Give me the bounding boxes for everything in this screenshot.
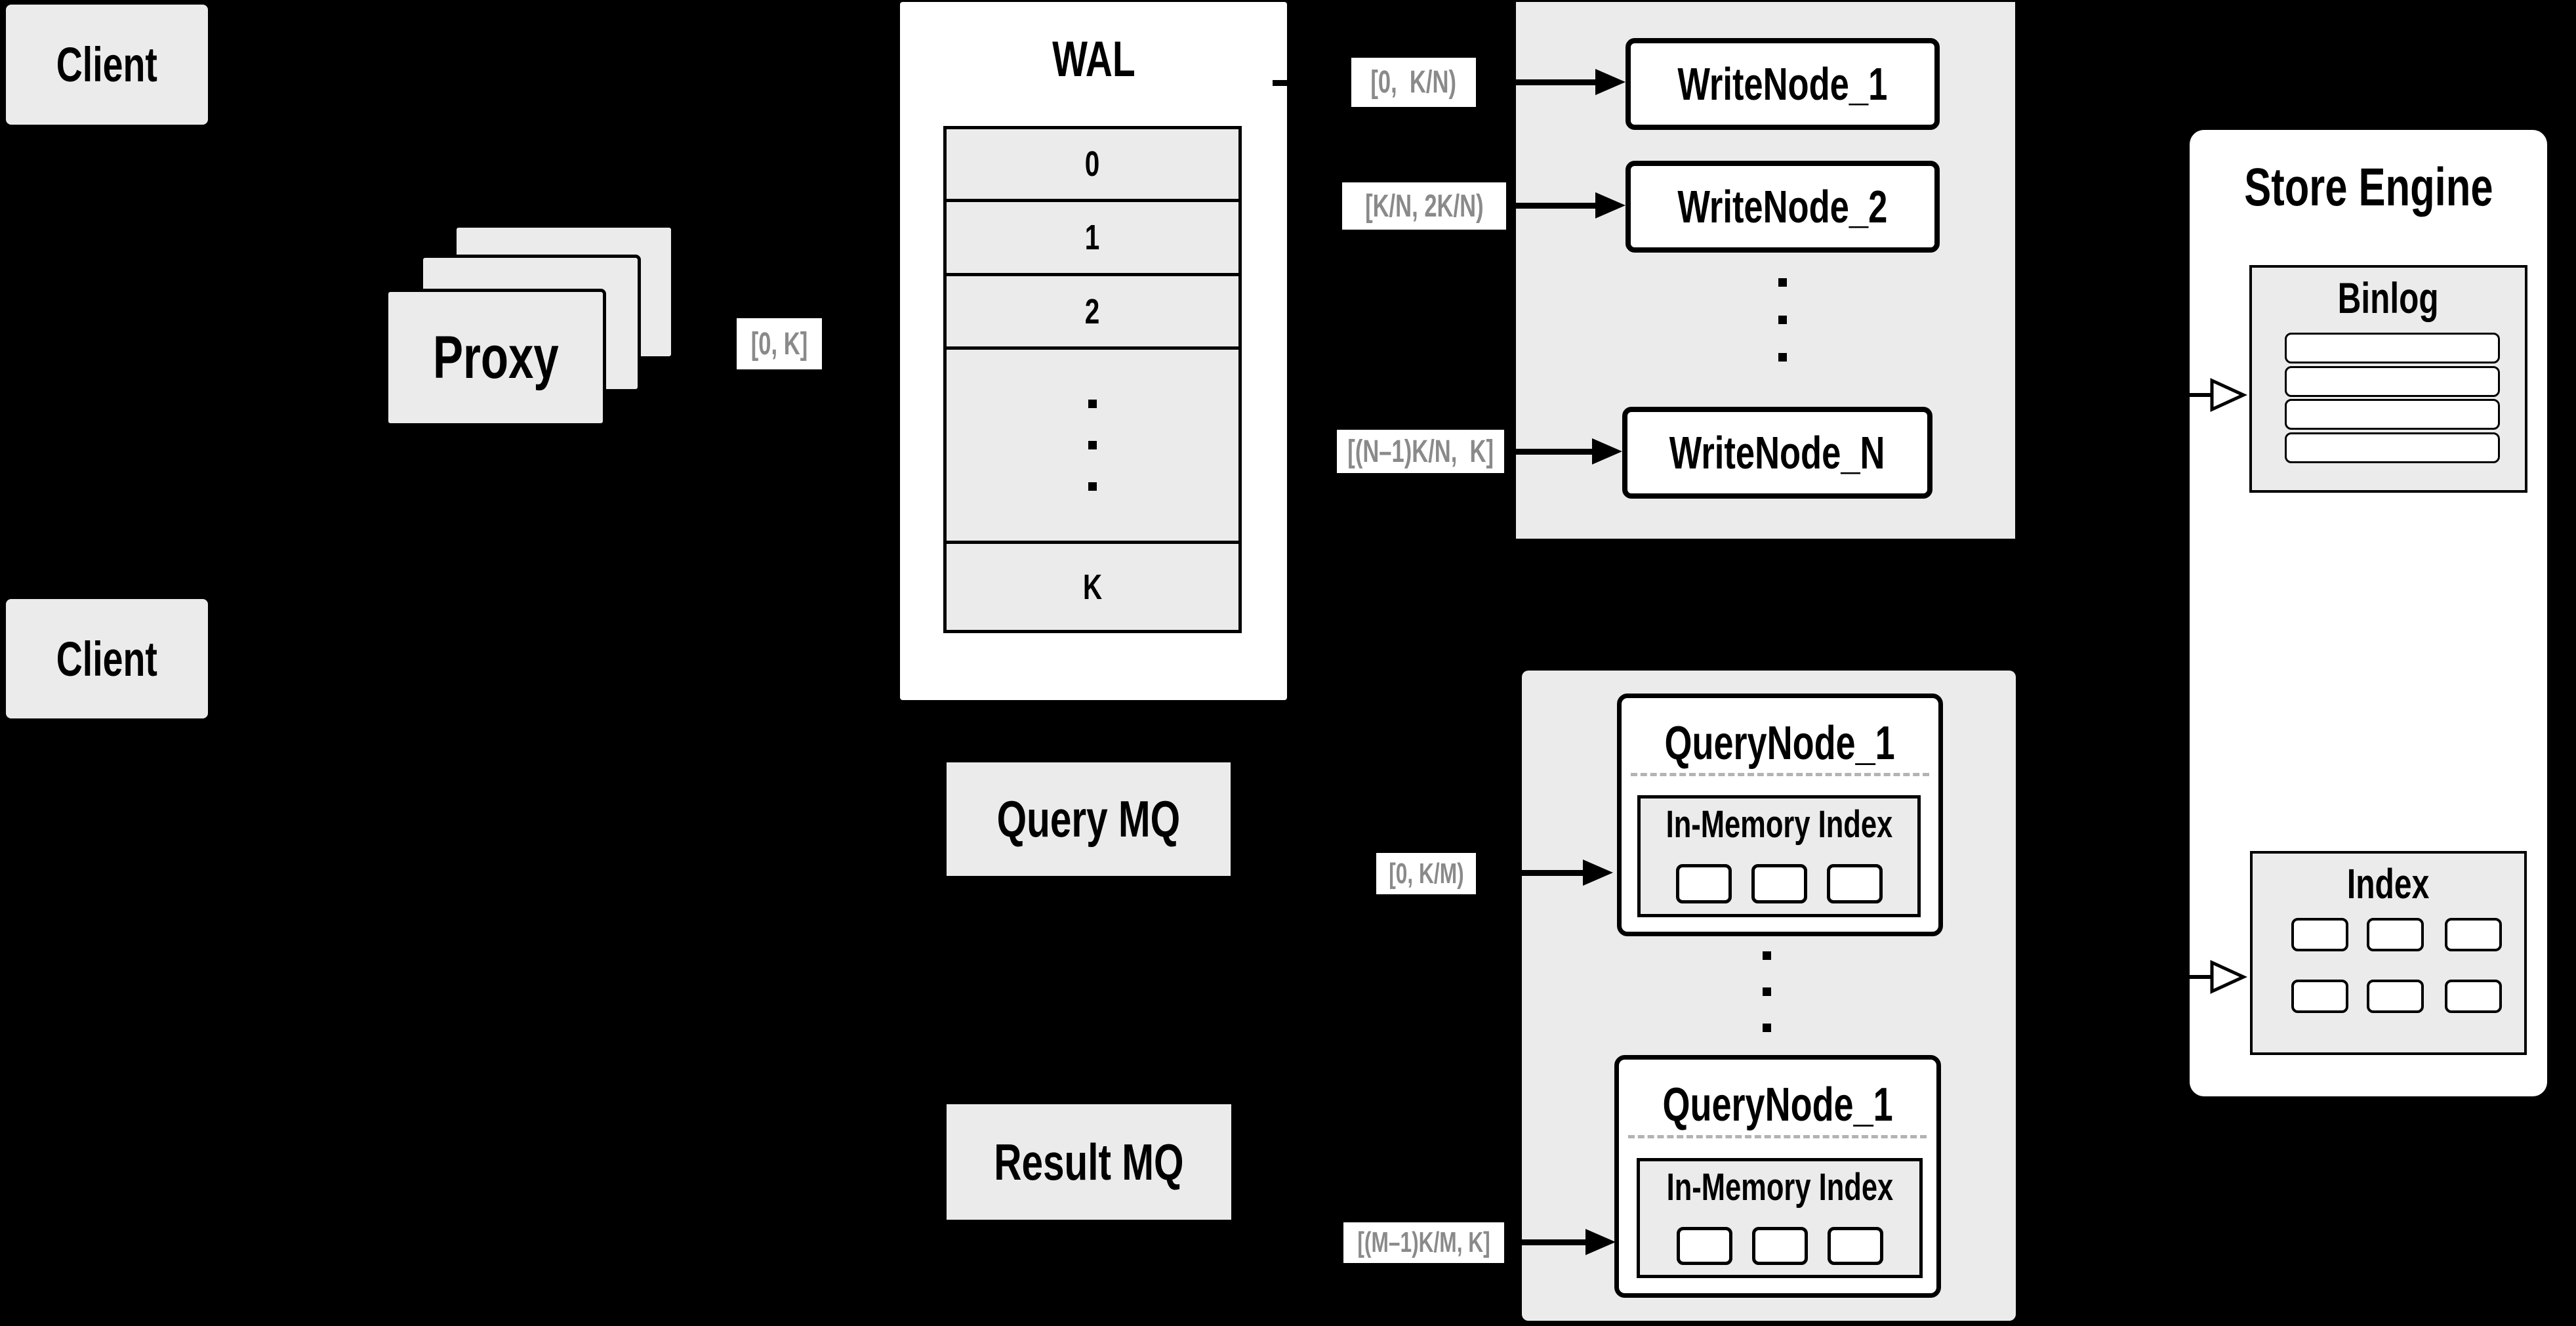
query-node-top: QueryNode_1 In-Memory Index <box>1617 694 1943 936</box>
in-memory-index-box-bottom: In-Memory Index <box>1637 1158 1923 1278</box>
in-memory-index-title-top-text: In-Memory Index <box>1666 802 1892 846</box>
store-engine-title-text: Store Engine <box>2243 157 2493 217</box>
wal-title-text: WAL <box>1052 31 1135 87</box>
binlog-row <box>2285 399 2500 430</box>
binlog-row <box>2285 333 2500 363</box>
client-box-top: Client <box>6 5 208 125</box>
write-node-1-label: WriteNode_1 <box>1677 58 1888 110</box>
in-memory-index-title-top: In-Memory Index <box>1641 801 1917 847</box>
wal-row-0: 0 <box>947 129 1238 202</box>
memory-segment-cell <box>1827 1227 1883 1265</box>
query-node-bottom-title: QueryNode_1 <box>1619 1077 1936 1133</box>
query-node-bottom-divider <box>1628 1135 1927 1138</box>
hollow-arrow-binlog-icon <box>2183 378 2248 412</box>
wal-panel: WAL 0 1 2 K <box>900 2 1287 700</box>
range-label-query-n: [(M–1)K/M, K] <box>1343 1222 1504 1263</box>
memory-segment-cell <box>1676 1227 1732 1265</box>
index-cell <box>2367 980 2424 1013</box>
range-label-write-1-text: [0, K/N) <box>1370 65 1457 100</box>
wal-title: WAL <box>900 30 1287 89</box>
index-title: Index <box>2253 859 2524 909</box>
wal-row-1-text: 1 <box>1085 218 1100 257</box>
store-engine-title: Store Engine <box>2190 156 2547 219</box>
range-label-write-n: [(N–1)K/N, K] <box>1337 430 1504 473</box>
range-label-query-1: [0, K/M) <box>1376 853 1476 894</box>
store-engine-panel: Store Engine Binlog Index <box>2190 130 2547 1096</box>
range-label-query-n-text: [(M–1)K/M, K] <box>1357 1226 1490 1258</box>
write-node-2-label: WriteNode_2 <box>1677 181 1888 232</box>
wal-out-connector <box>1273 80 1287 86</box>
index-cell <box>2367 918 2424 951</box>
in-memory-index-title-bottom: In-Memory Index <box>1640 1164 1919 1210</box>
in-memory-index-title-bottom-text: In-Memory Index <box>1666 1165 1893 1209</box>
binlog-title: Binlog <box>2252 272 2525 324</box>
wal-table: 0 1 2 K <box>943 126 1242 633</box>
wal-row-1: 1 <box>947 202 1238 276</box>
wal-row-2-text: 2 <box>1085 291 1100 331</box>
hollow-arrow-index-icon <box>2183 960 2248 994</box>
binlog-row <box>2285 366 2500 397</box>
client-box-bottom: Client <box>6 599 208 718</box>
query-mq-box: Query MQ <box>947 762 1231 876</box>
query-node-top-divider <box>1631 773 1929 776</box>
range-label-write-2: [K/N, 2K/N) <box>1342 182 1506 230</box>
binlog-row <box>2285 432 2500 463</box>
write-nodes-ellipsis-icon <box>1778 278 1787 362</box>
vertical-ellipsis-icon <box>1088 400 1097 491</box>
binlog-box: Binlog <box>2249 265 2527 493</box>
wal-row-k: K <box>947 544 1238 630</box>
range-label-proxy-out: [0, K] <box>737 318 822 369</box>
index-box: Index <box>2250 851 2527 1055</box>
range-label-query-1-text: [0, K/M) <box>1388 857 1464 890</box>
proxy-label: Proxy <box>432 323 559 391</box>
query-node-bottom: QueryNode_1 In-Memory Index <box>1614 1055 1941 1298</box>
memory-segment-cell <box>1751 864 1807 903</box>
range-label-write-n-text: [(N–1)K/N, K] <box>1347 434 1494 469</box>
range-label-write-1: [0, K/N) <box>1351 58 1476 107</box>
in-memory-index-box-top: In-Memory Index <box>1637 795 1921 917</box>
index-cell <box>2291 918 2348 951</box>
wal-row-k-text: K <box>1082 567 1103 607</box>
index-cell <box>2445 918 2502 951</box>
query-mq-label: Query MQ <box>996 790 1181 848</box>
memory-segment-cell <box>1751 1227 1808 1265</box>
write-node-2: WriteNode_2 <box>1625 161 1940 253</box>
wal-row-0-text: 0 <box>1085 144 1100 184</box>
write-node-1: WriteNode_1 <box>1625 38 1940 130</box>
client-top-label: Client <box>56 37 158 92</box>
memory-segment-cell <box>1675 864 1732 903</box>
wal-row-2: 2 <box>947 276 1238 350</box>
write-node-n: WriteNode_N <box>1622 407 1932 499</box>
index-cell <box>2291 980 2348 1013</box>
index-title-text: Index <box>2347 860 2430 907</box>
range-label-write-2-text: [K/N, 2K/N) <box>1364 188 1484 224</box>
result-mq-box: Result MQ <box>947 1104 1231 1220</box>
binlog-title-text: Binlog <box>2338 274 2439 322</box>
wal-row-ellipsis <box>947 350 1238 544</box>
query-nodes-ellipsis-icon <box>1763 951 1771 1032</box>
memory-segment-cell <box>1826 864 1883 903</box>
query-node-top-title: QueryNode_1 <box>1622 715 1938 772</box>
proxy-box-front: Proxy <box>385 289 606 426</box>
write-node-n-label: WriteNode_N <box>1669 427 1885 478</box>
result-mq-label: Result MQ <box>994 1132 1184 1191</box>
index-cell <box>2445 980 2502 1013</box>
query-node-bottom-title-text: QueryNode_1 <box>1662 1079 1893 1131</box>
query-node-top-title-text: QueryNode_1 <box>1664 717 1896 770</box>
client-bottom-label: Client <box>56 631 158 686</box>
range-label-proxy-out-text: [0, K] <box>750 326 808 362</box>
